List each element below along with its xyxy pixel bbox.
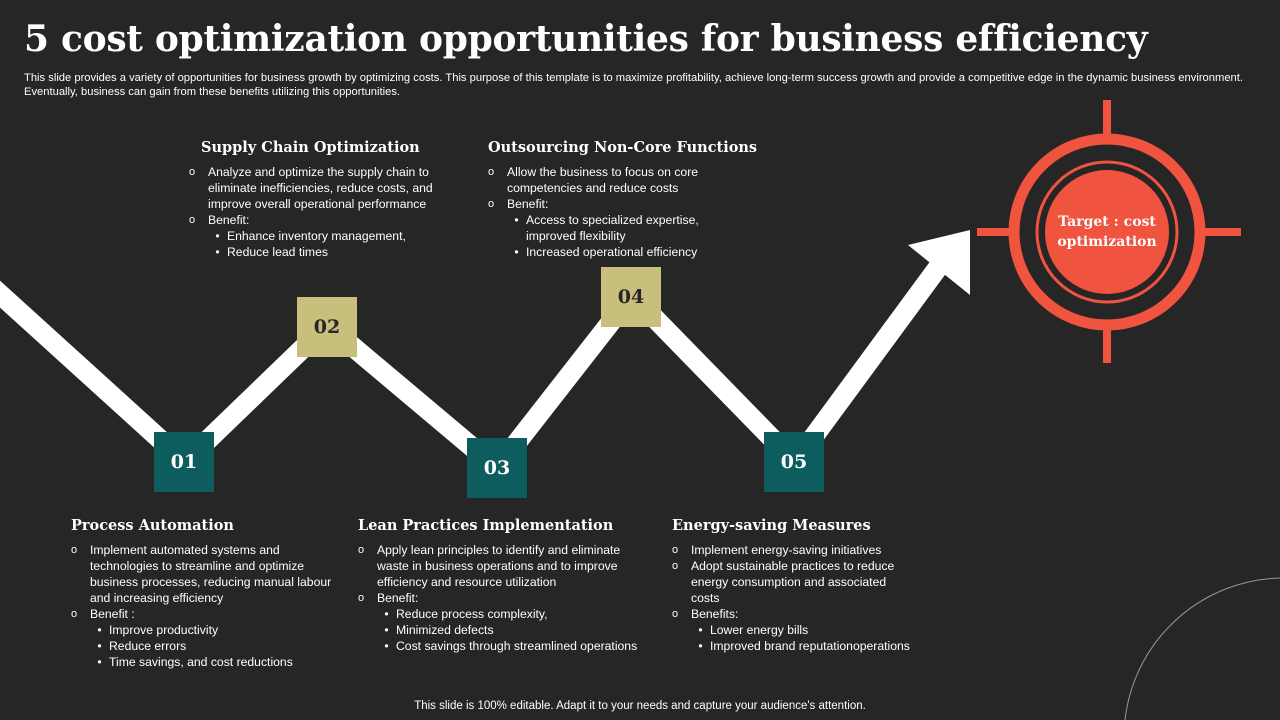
target-icon bbox=[977, 100, 1241, 363]
circle-bullet-icon: o bbox=[672, 560, 679, 572]
target-label: Target : cost optimization bbox=[1057, 214, 1157, 250]
step-number-01: 01 bbox=[154, 432, 214, 492]
decorative-arc bbox=[1124, 577, 1280, 720]
sub-list-item: •Time savings, and cost reductions bbox=[71, 654, 336, 670]
sub-list-item: •Reduce lead times bbox=[189, 244, 469, 260]
circle-bullet-icon: o bbox=[189, 214, 196, 226]
step-number-04: 04 bbox=[601, 267, 661, 327]
sub-list-item: •Access to specialized expertise, improv… bbox=[488, 212, 738, 244]
bullet-icon: • bbox=[215, 229, 220, 243]
sub-list-item: •Reduce errors bbox=[71, 638, 336, 654]
section-title: Supply Chain Optimization bbox=[201, 139, 420, 156]
arrow-head bbox=[908, 230, 970, 295]
bullet-icon: • bbox=[514, 245, 519, 259]
section-title: Process Automation bbox=[71, 517, 234, 534]
step-number-03: 03 bbox=[467, 438, 527, 498]
sub-list-item: •Reduce process complexity, bbox=[358, 606, 638, 622]
step-number-02: 02 bbox=[297, 297, 357, 357]
bullet-icon: • bbox=[698, 623, 703, 637]
circle-bullet-icon: o bbox=[358, 592, 365, 604]
circle-bullet-icon: o bbox=[189, 166, 196, 178]
bullet-icon: • bbox=[384, 639, 389, 653]
section-title: Lean Practices Implementation bbox=[358, 517, 614, 534]
section-title: Energy-saving Measures bbox=[672, 517, 871, 534]
step-number-05: 05 bbox=[764, 432, 824, 492]
circle-bullet-icon: o bbox=[488, 166, 495, 178]
bullet-icon: • bbox=[215, 245, 220, 259]
bullet-icon: • bbox=[97, 623, 102, 637]
sub-list-item: •Cost savings through streamlined operat… bbox=[358, 638, 638, 654]
circle-bullet-icon: o bbox=[358, 544, 365, 556]
page-subtitle: This slide provides a variety of opportu… bbox=[24, 72, 1243, 98]
section-title: Outsourcing Non-Core Functions bbox=[488, 139, 758, 156]
circle-bullet-icon: o bbox=[672, 544, 679, 556]
bullet-icon: • bbox=[97, 655, 102, 669]
bullet-icon: • bbox=[384, 623, 389, 637]
bullet-icon: • bbox=[97, 639, 102, 653]
circle-bullet-icon: o bbox=[71, 544, 78, 556]
sub-list-item: •Improve productivity bbox=[71, 622, 336, 638]
sub-list-item: •Minimized defects bbox=[358, 622, 638, 638]
circle-bullet-icon: o bbox=[488, 198, 495, 210]
page-title: 5 cost optimization opportunities for bu… bbox=[24, 18, 1148, 60]
footer-note: This slide is 100% editable. Adapt it to… bbox=[414, 700, 866, 712]
sub-list-item: •Increased operational efficiency bbox=[488, 244, 738, 260]
sub-list-item: •Lower energy bills bbox=[672, 622, 912, 638]
sub-list-item: •Improved brand reputationoperations bbox=[672, 638, 912, 654]
bullet-icon: • bbox=[384, 607, 389, 621]
bullet-icon: • bbox=[698, 639, 703, 653]
circle-bullet-icon: o bbox=[672, 608, 679, 620]
circle-bullet-icon: o bbox=[71, 608, 78, 620]
bullet-icon: • bbox=[514, 213, 519, 227]
sub-list-item: •Enhance inventory management, bbox=[189, 228, 469, 244]
